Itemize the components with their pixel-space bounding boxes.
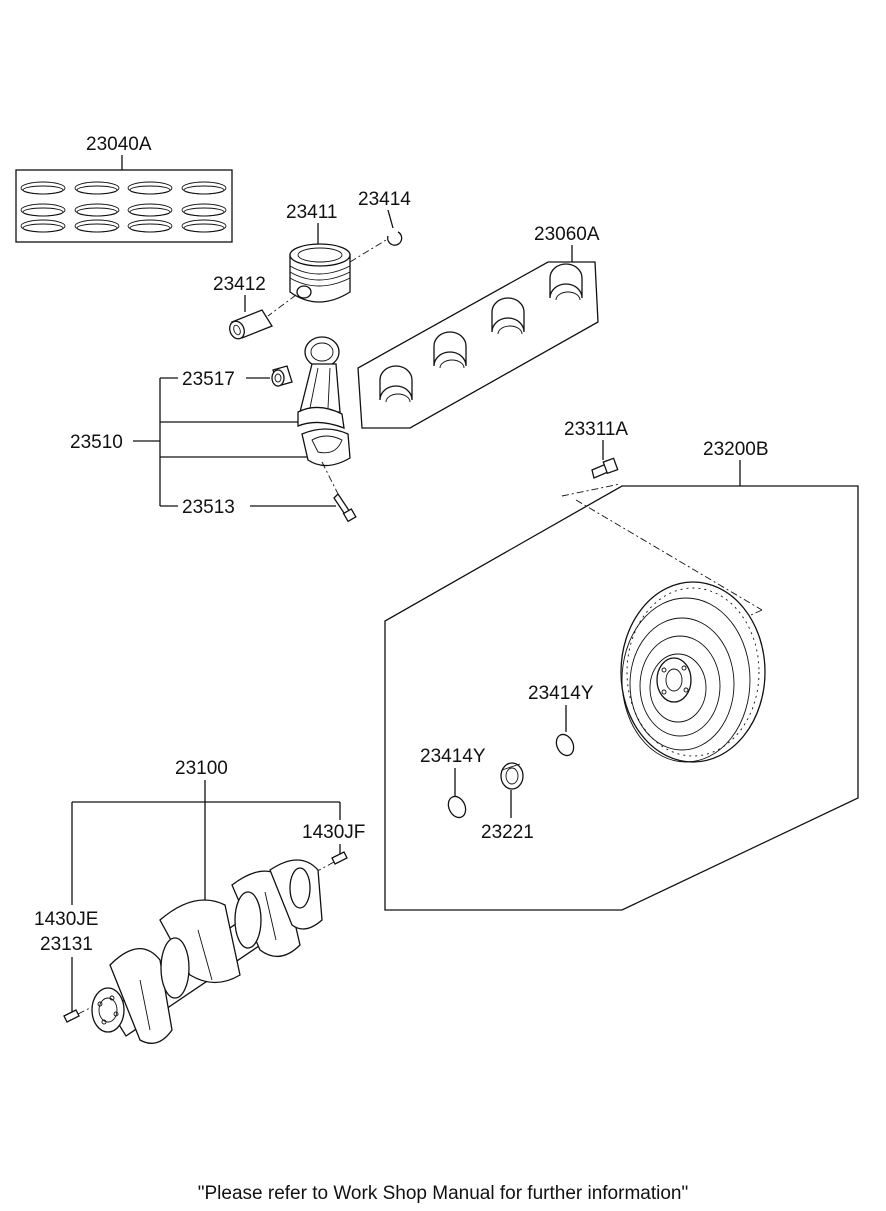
drive-plate-box	[384, 485, 859, 911]
label-23414Y-lower[interactable]: 23414Y	[420, 746, 486, 767]
connecting-rod-group: 23517 23510 23513	[70, 336, 357, 523]
flywheel-icon	[620, 581, 766, 763]
crankshaft-group: 23100 1430JF 1430JE 23131	[34, 758, 365, 1044]
label-23221[interactable]: 23221	[481, 822, 534, 843]
label-23510[interactable]: 23510	[70, 432, 123, 453]
seal-ring-lower-icon	[447, 795, 467, 819]
piston-group: 23411 23414 23412	[213, 189, 411, 340]
flywheel-bolt-icon	[591, 457, 619, 479]
label-23414[interactable]: 23414	[358, 189, 411, 210]
label-1430JF[interactable]: 1430JF	[302, 822, 365, 843]
label-23411[interactable]: 23411	[286, 202, 337, 223]
label-23414Y-upper[interactable]: 23414Y	[528, 683, 594, 704]
connecting-rod-icon	[297, 336, 351, 467]
label-23100[interactable]: 23100	[175, 758, 228, 779]
label-23517[interactable]: 23517	[182, 369, 235, 390]
pin-rear-icon	[331, 851, 348, 865]
bearing-23221-icon	[500, 762, 524, 790]
label-23311A[interactable]: 23311A	[564, 419, 628, 440]
label-23040A[interactable]: 23040A	[86, 134, 152, 155]
bush-icon	[271, 365, 293, 387]
piston-ring-set-group: 23040A	[15, 134, 233, 243]
pin-front-icon	[63, 1009, 80, 1023]
piston-pin-icon	[229, 309, 273, 340]
label-23131[interactable]: 23131	[40, 934, 93, 955]
ring-set-box	[15, 169, 233, 243]
crankshaft-icon	[91, 859, 323, 1044]
snap-ring-icon	[387, 231, 403, 246]
piston-icon	[289, 243, 351, 303]
label-23200B[interactable]: 23200B	[703, 439, 769, 460]
footer-note: "Please refer to Work Shop Manual for fu…	[198, 1183, 688, 1204]
drive-plate-group: 23311A 23200B 23414Y 23414	[384, 419, 859, 911]
bearing-set-box	[357, 261, 599, 429]
seal-ring-upper-icon	[555, 733, 575, 757]
label-1430JE[interactable]: 1430JE	[34, 909, 98, 930]
label-23513[interactable]: 23513	[182, 497, 235, 518]
label-23060A[interactable]: 23060A	[534, 224, 600, 245]
piston-rings-icon	[20, 181, 227, 233]
rod-bolt-icon	[333, 492, 357, 523]
bearing-shells-icon	[379, 263, 583, 403]
label-23412[interactable]: 23412	[213, 274, 266, 295]
bearing-set-group: 23060A	[357, 224, 600, 429]
